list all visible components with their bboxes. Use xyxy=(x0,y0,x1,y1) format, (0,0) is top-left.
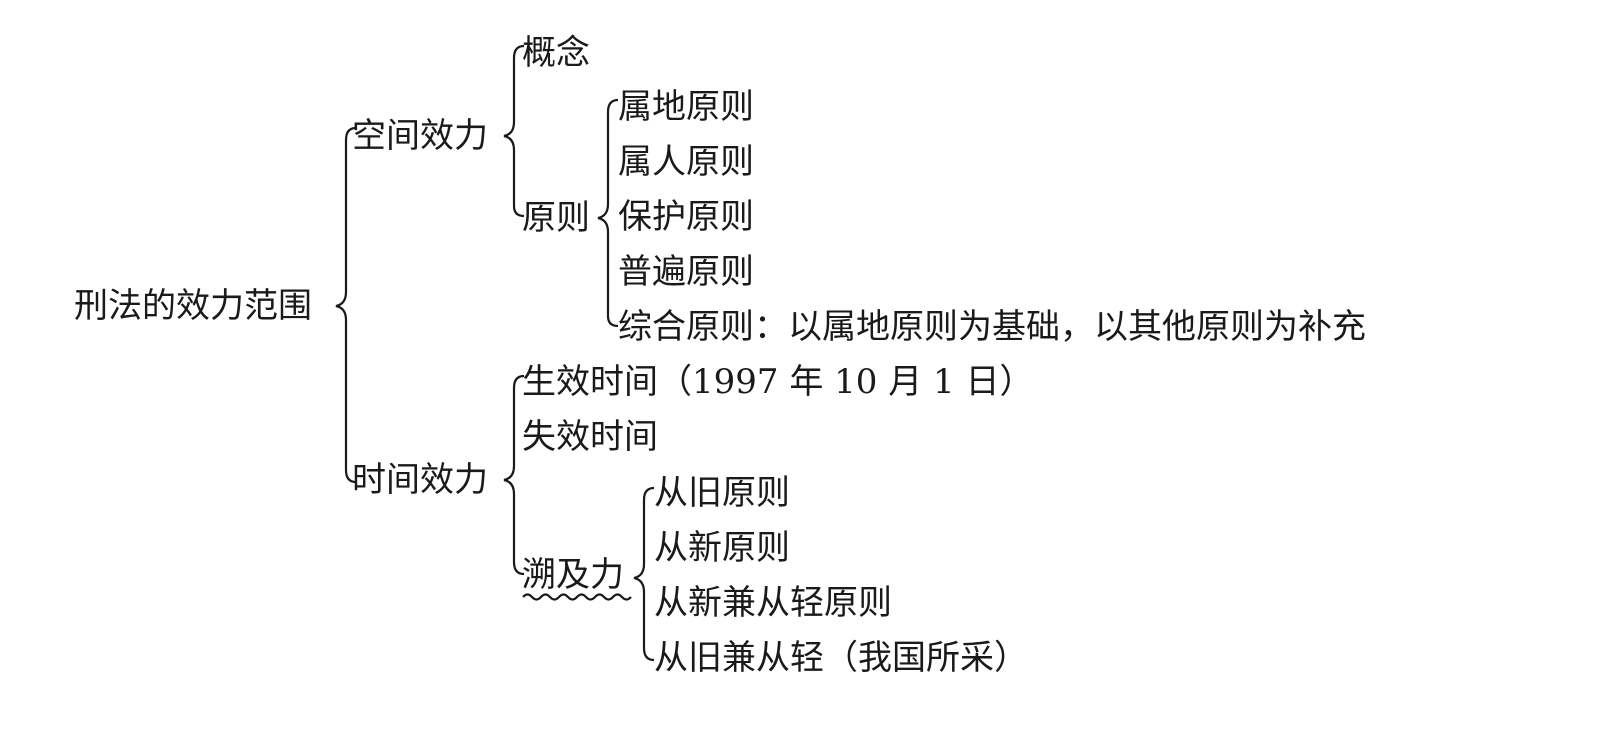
root-label: 刑法的效力范围 xyxy=(74,286,312,326)
retro-wavy-underline xyxy=(522,593,632,601)
retro-label: 溯及力 xyxy=(522,555,624,595)
principle-item: 属人原则 xyxy=(618,142,754,182)
principle-item: 普遍原则 xyxy=(618,252,754,292)
effective-time: 生效时间（1997 年 10 月 1 日） xyxy=(522,362,1034,402)
root-brace xyxy=(335,126,357,484)
retro-item-adopted: 从旧兼从轻（我国所采） xyxy=(654,638,1028,678)
retro-item: 从新兼从轻原则 xyxy=(654,583,892,623)
principles-label: 原则 xyxy=(522,198,590,238)
principle-item: 属地原则 xyxy=(618,87,754,127)
principle-item: 保护原则 xyxy=(618,197,754,237)
retro-item: 从旧原则 xyxy=(654,473,790,513)
space-label: 空间效力 xyxy=(352,116,488,156)
space-brace xyxy=(503,44,525,218)
retro-brace xyxy=(633,486,655,662)
principle-item-combined: 综合原则：以属地原则为基础，以其他原则为补充 xyxy=(618,307,1366,347)
space-concept: 概念 xyxy=(522,33,590,73)
expiry-time: 失效时间 xyxy=(522,417,658,457)
retro-item: 从新原则 xyxy=(654,528,790,568)
time-brace xyxy=(503,374,525,576)
principles-brace xyxy=(597,98,619,328)
time-label: 时间效力 xyxy=(352,460,488,500)
